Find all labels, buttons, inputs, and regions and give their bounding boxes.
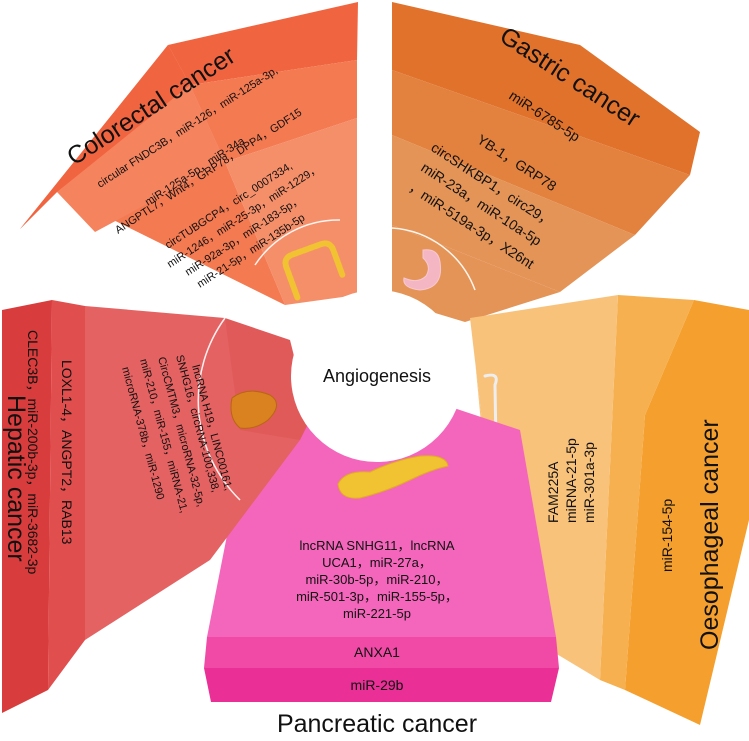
pancreatic-title: Pancreatic cancer xyxy=(277,710,477,738)
center-label: Angiogenesis xyxy=(323,366,431,386)
pancreatic-band3-line5: miR-221-5p xyxy=(343,606,411,621)
pancreatic-band-middle xyxy=(204,637,559,668)
hepatic-band-middle xyxy=(48,300,85,690)
gastric-band-inner xyxy=(392,135,635,292)
gastric-band-outer xyxy=(392,2,700,175)
pancreatic-band3-line1: lncRNA SNHG11，lncRNA xyxy=(299,538,454,553)
pancreatic-band3-line4: miR-501-3p，miR-155-5p， xyxy=(296,589,458,604)
oesophageal-band1-line1: miR-154-5p xyxy=(659,499,675,572)
stomach-icon xyxy=(403,249,442,291)
hepatic-band1-line1: CLEC3B，miR-200b-3p，miR-3682-3p xyxy=(25,330,41,575)
oesophageal-title: Oesophageal cancer xyxy=(696,419,724,650)
hepatic-band-outer xyxy=(2,300,52,713)
oesophageal-band3-line1: FAM225A xyxy=(545,461,561,523)
hepatic-arc xyxy=(197,317,241,501)
sector-gastric: Gastric cancer miR-6785-5p YB-1，GRP78 ci… xyxy=(391,2,700,322)
sector-hepatic: Hepatic cancer CLEC3B，miR-200b-3p，miR-36… xyxy=(2,300,310,713)
oesophageal-band3-line3: miR-301a-3p xyxy=(581,442,597,523)
gastric-core xyxy=(392,225,560,322)
colorectal-fan-outer xyxy=(20,45,190,229)
center-circle xyxy=(291,290,463,462)
pancreatic-band2-line1: ANXA1 xyxy=(354,644,400,660)
colorectal-band-middle xyxy=(190,60,357,162)
gastric-band-middle xyxy=(392,70,690,235)
colorectal-fan-inner xyxy=(57,85,225,232)
pancreatic-band1-line1: miR-29b xyxy=(351,677,404,693)
hepatic-title: Hepatic cancer xyxy=(2,395,30,562)
sector-pancreatic: lncRNA SNHG11，lncRNA UCA1，miR-27a， miR-3… xyxy=(204,400,559,738)
sector-colorectal: Colorectal cancer circular FNDC3B，miR-12… xyxy=(20,2,358,305)
pancreatic-band3-line2: UCA1，miR-27a， xyxy=(322,555,432,570)
pancreas-icon xyxy=(337,455,449,499)
oesophageal-band-middle xyxy=(600,295,694,690)
colorectal-band-inner xyxy=(225,118,357,305)
pancreatic-band-inner xyxy=(207,400,556,637)
colorectal-band-outer xyxy=(168,2,358,85)
hepatic-band2-line1: LOXL1-4，ANGPT2，RAB13 xyxy=(59,360,75,545)
colon-icon xyxy=(282,240,346,301)
liver-icon xyxy=(230,390,277,429)
oesophageal-band3-line2: miRNA-21-5p xyxy=(563,438,579,523)
gastric-arc xyxy=(391,227,476,291)
oesophageal-band-outer xyxy=(625,300,749,725)
pancreatic-band-outer xyxy=(204,668,559,702)
colorectal-arc xyxy=(254,219,341,266)
pancreatic-band3-line3: miR-30b-5p，miR-210， xyxy=(305,572,448,587)
